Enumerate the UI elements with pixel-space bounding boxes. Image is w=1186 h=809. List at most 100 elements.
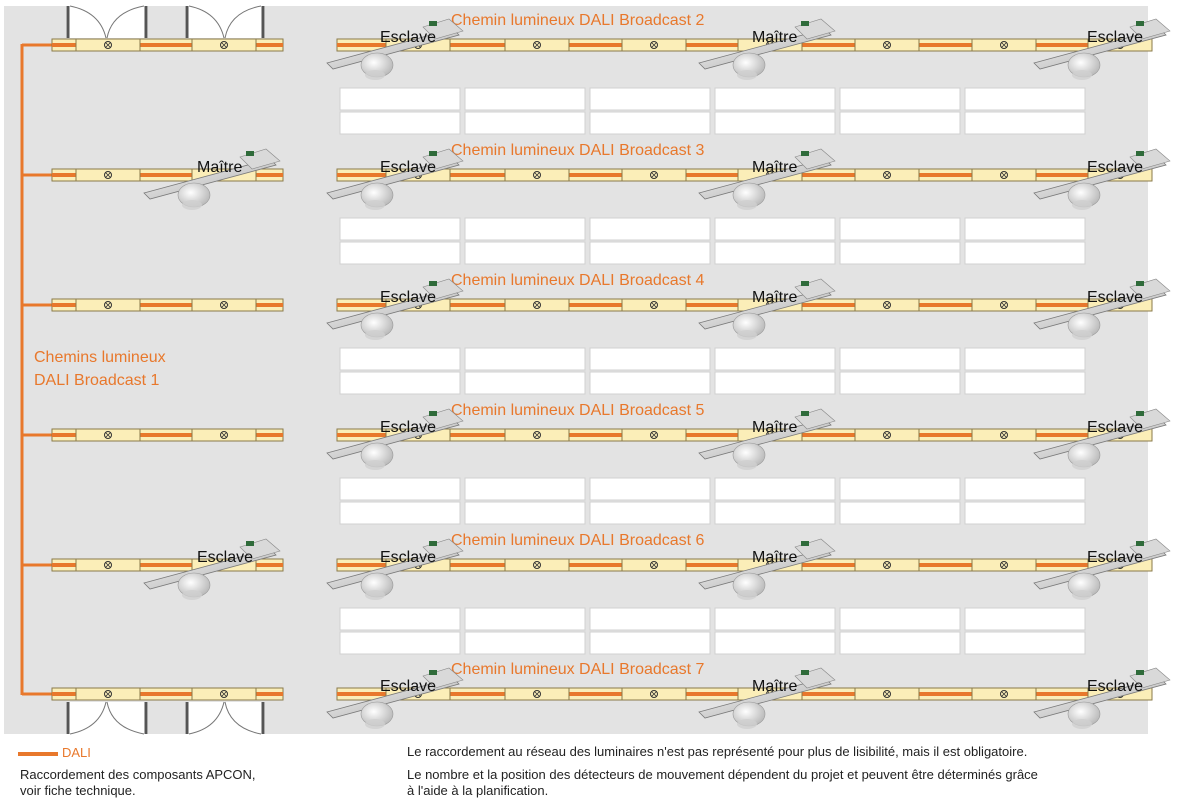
motion-sensor-icon <box>326 408 464 470</box>
sensor-label: Maître <box>752 678 797 695</box>
sensor-label: Maître <box>752 549 797 566</box>
desk <box>839 501 961 525</box>
desk <box>589 347 711 371</box>
lamp-symbol <box>1000 690 1008 698</box>
motion-sensor-icon <box>698 278 836 340</box>
sensor-led <box>801 670 809 675</box>
motion-sensor-icon <box>1033 408 1171 470</box>
motion-sensor-icon <box>1033 148 1171 210</box>
desk <box>964 371 1086 395</box>
sensor-label: Esclave <box>380 29 436 46</box>
sensor-rail <box>698 158 832 200</box>
door-top-left <box>66 5 148 39</box>
desk <box>589 631 711 655</box>
motion-sensor-icon <box>698 148 836 210</box>
motion-sensor-icon <box>326 278 464 340</box>
sensor-led <box>801 21 809 26</box>
sensor-label: Esclave <box>1087 419 1143 436</box>
lamp-symbol <box>1000 41 1008 49</box>
sensor-led <box>801 151 809 156</box>
sensor-label: Maître <box>752 419 797 436</box>
sensor-label: Esclave <box>1087 29 1143 46</box>
sensor-led <box>429 670 437 675</box>
sensor-led <box>1136 541 1144 546</box>
desk <box>714 631 836 655</box>
motion-sensor-icon <box>143 148 281 210</box>
lamp-symbol <box>650 690 658 698</box>
sensor-led <box>1136 670 1144 675</box>
desk <box>839 241 961 265</box>
motion-sensor-icon <box>698 408 836 470</box>
desk <box>339 501 461 525</box>
sensor-shadow <box>182 590 202 600</box>
desk <box>464 87 586 111</box>
desk <box>839 217 961 241</box>
desk <box>964 501 1086 525</box>
lamp-symbol <box>883 171 891 179</box>
sensor-label: Esclave <box>380 549 436 566</box>
desk <box>339 607 461 631</box>
lamp-cross <box>534 562 540 568</box>
motion-sensor-icon <box>326 148 464 210</box>
sensor-shadow <box>365 719 385 729</box>
sensor-shadow <box>1072 330 1092 340</box>
lamp-cross <box>1001 42 1007 48</box>
sensor-led <box>429 411 437 416</box>
desk <box>839 607 961 631</box>
row-title: Chemin lumineux DALI Broadcast 5 <box>451 402 705 419</box>
door-bottom-left <box>66 701 148 735</box>
sensor-label: Esclave <box>1087 159 1143 176</box>
lamp-cross <box>534 172 540 178</box>
sensor-led <box>429 151 437 156</box>
sensor-shadow <box>1072 70 1092 80</box>
sensor-led <box>1136 281 1144 286</box>
desk <box>464 111 586 135</box>
lamp-symbol <box>650 561 658 569</box>
door-top-right <box>185 5 265 39</box>
sensor-label: Maître <box>752 29 797 46</box>
desk <box>464 477 586 501</box>
lamp-cross <box>884 562 890 568</box>
lamp-cross <box>534 302 540 308</box>
lamp-cross <box>105 302 111 308</box>
sensor-shadow <box>365 590 385 600</box>
desk <box>339 217 461 241</box>
door-bottom-right <box>185 701 265 735</box>
lamp-cross <box>651 172 657 178</box>
desk <box>339 241 461 265</box>
motion-sensor-icon <box>1033 18 1171 80</box>
lamp-cross <box>884 432 890 438</box>
sensor-rail <box>143 158 277 200</box>
motion-sensor-icon <box>1033 538 1171 600</box>
desk <box>839 477 961 501</box>
desk <box>339 371 461 395</box>
sensor-rail <box>143 548 277 590</box>
lamp-symbol <box>1000 561 1008 569</box>
lamp-symbol <box>650 171 658 179</box>
desk <box>714 241 836 265</box>
legend-dali-label: DALI <box>62 745 91 760</box>
desk <box>964 111 1086 135</box>
lamp-symbol <box>104 561 112 569</box>
sensor-shadow <box>182 200 202 210</box>
sensor-shadow <box>1072 590 1092 600</box>
sensor-led <box>246 151 254 156</box>
sensor-led <box>801 281 809 286</box>
legend-note-detectors-line1: Le nombre et la position des détecteurs … <box>407 767 1038 782</box>
desk <box>714 347 836 371</box>
desk <box>339 347 461 371</box>
desk <box>589 111 711 135</box>
sensor-shadow <box>737 200 757 210</box>
desk <box>464 217 586 241</box>
sensor-label: Maître <box>752 289 797 306</box>
desk <box>714 607 836 631</box>
desk <box>464 347 586 371</box>
lamp-symbol <box>650 41 658 49</box>
motion-sensor-icon <box>143 538 281 600</box>
desk <box>464 607 586 631</box>
